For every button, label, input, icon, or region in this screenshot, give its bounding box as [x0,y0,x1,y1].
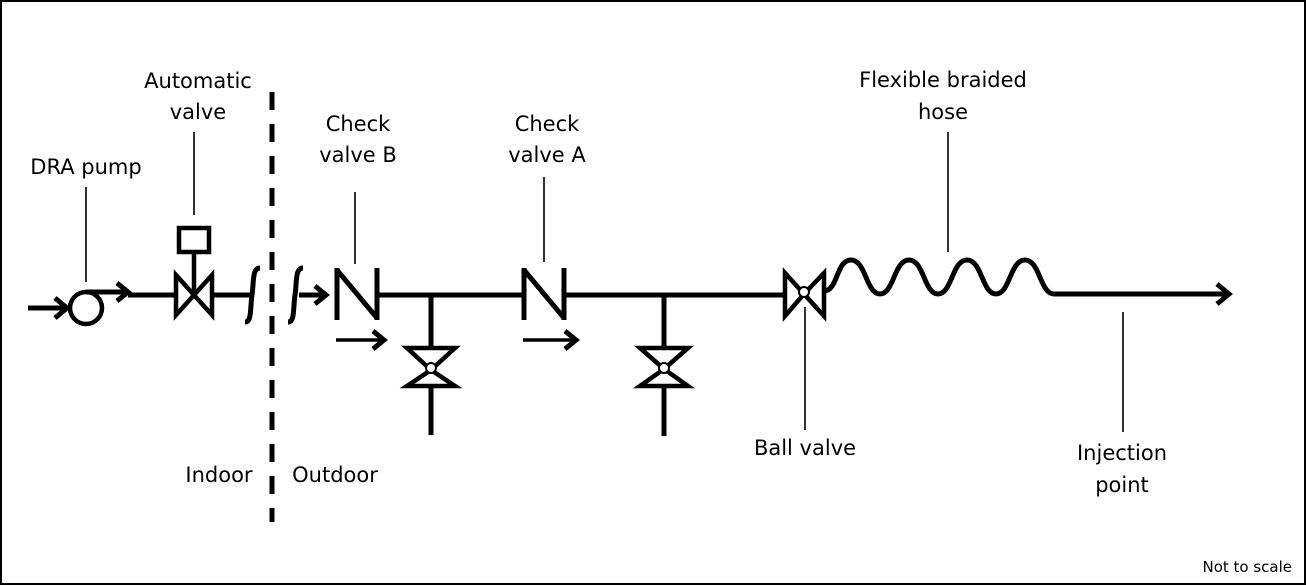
check-valve-a-label-line1: Check [515,112,580,136]
inlet-arrow-icon [28,296,71,320]
check-valve-a-label-line2: valve A [508,143,586,167]
indoor-label: Indoor [185,463,253,487]
check-valve-b-label-line1: Check [326,112,391,136]
check-valve-a-icon [521,268,580,351]
flexible-hose-icon [823,257,1070,297]
ball-valve-icon [782,267,827,323]
injection-point-label-line1: Injection [1077,441,1167,465]
branch-valve-2-icon [632,295,696,436]
check-valve-b-label-line2: valve B [319,143,397,167]
scale-note: Not to scale [1202,558,1292,576]
ball-valve-label: Ball valve [754,436,856,460]
branch-valve-1-icon [399,295,463,435]
outdoor-label: Outdoor [292,463,378,487]
check-valve-b-icon [334,268,388,351]
injection-point-label-line2: point [1095,473,1149,497]
automatic-valve-icon [173,225,215,321]
flexible-hose-label-line2: hose [918,100,968,124]
dra-pump-label: DRA pump [30,155,141,179]
dra-pump-icon [67,281,132,327]
flow-arrow-icon [299,284,330,306]
automatic-valve-label-line2: valve [170,100,226,124]
outlet-arrow-icon [1066,282,1233,306]
pipe-break-icon [244,265,304,325]
flexible-hose-label-line1: Flexible braided [859,68,1027,92]
automatic-valve-label-line1: Automatic [144,69,252,93]
